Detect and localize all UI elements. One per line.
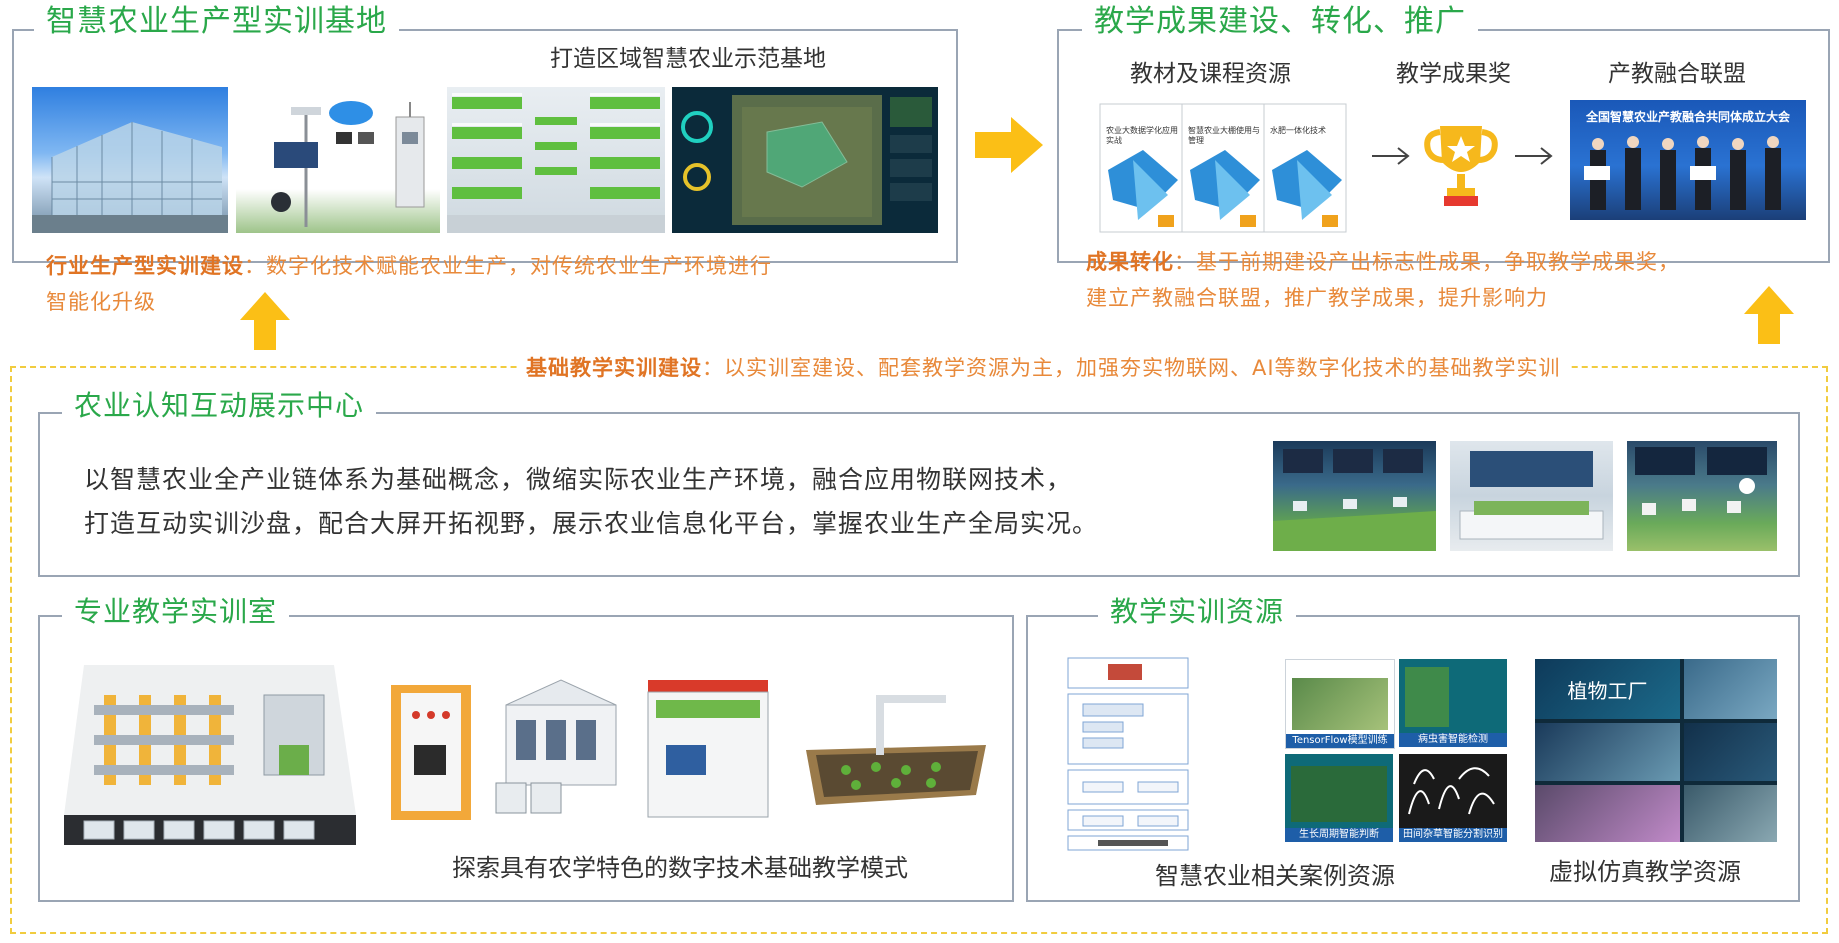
- lab-equipment-photo: [386, 675, 992, 825]
- vr-title-tile: 植物工厂: [1535, 659, 1680, 719]
- vr-simulation-collage: 植物工厂: [1535, 659, 1777, 842]
- thin-arrow-2-icon: [1515, 147, 1553, 165]
- vr-tile-4: [1684, 723, 1777, 781]
- lab-room-illustration: [64, 665, 356, 845]
- cognition-frame: [38, 412, 1800, 577]
- vr-tile-2: [1684, 659, 1777, 719]
- case-tile-label-4: 田间杂草智能分割识别: [1399, 828, 1507, 842]
- resources-title: 教学实训资源: [1098, 592, 1297, 632]
- teaching-award-label: 教学成果奖: [1396, 61, 1511, 87]
- sandtable-3-illustration: [1635, 447, 1767, 515]
- top-left-desc-line2: 智能化升级: [46, 290, 156, 314]
- book-title-3: 水肥一体化技术: [1270, 126, 1326, 135]
- industry-alliance-label: 产教融合联盟: [1608, 61, 1746, 87]
- sandtable-1-illustration: [1273, 449, 1436, 551]
- textbook-resources-label: 教材及课程资源: [1130, 61, 1291, 87]
- vr-tile-6: [1684, 785, 1777, 842]
- greenhouse-illustration: [32, 122, 228, 233]
- right-arrow-center-icon: [975, 117, 1043, 173]
- sandtable-photo-3: [1627, 441, 1777, 551]
- case-tile-label-2: 病虫害智能检测: [1399, 733, 1507, 747]
- thin-arrow-1-icon: [1372, 147, 1410, 165]
- case-tile-pest: 病虫害智能检测: [1399, 659, 1507, 747]
- foundation-bold: 基础教学实训建设: [526, 356, 702, 380]
- top-right-desc-line2: 建立产教融合联盟，推广教学成果，提升影响力: [1086, 286, 1548, 310]
- up-arrow-right-icon: [1744, 286, 1794, 344]
- top-right-desc-bold: 成果转化: [1086, 250, 1174, 274]
- foundation-banner: 基础教学实训建设：以实训室建设、配套教学资源为主，加强夯实物联网、AI等数字化技…: [518, 350, 1569, 386]
- sandtable-2-illustration: [1459, 451, 1604, 540]
- dashboard-screen-photo: [672, 87, 938, 233]
- sandtable-photo-1: [1273, 441, 1436, 551]
- alliance-people-illustration: [1584, 136, 1781, 210]
- sandtable-photo-2: [1450, 441, 1613, 551]
- vr-title-text: 植物工厂: [1567, 679, 1648, 703]
- cognition-line2: 打造互动实训沙盘，配合大屏开拓视野，展示农业信息化平台，掌握农业生产全局实况。: [84, 509, 1099, 538]
- alliance-banner-text: 全国智慧农业产教融合共同体成立大会: [1585, 110, 1790, 124]
- top-left-subtitle: 打造区域智慧农业示范基地: [550, 46, 826, 72]
- book-title-1: 农业大数据学化应用实战: [1106, 126, 1178, 145]
- vertical-farm-illustration: [447, 93, 665, 233]
- textbooks-photo: 农业大数据学化应用实战 智慧农业大棚使用与管理 水肥一体化技术: [1098, 100, 1348, 236]
- weed-tile-image: [1408, 767, 1495, 815]
- top-left-desc-bold: 行业生产型实训建设: [46, 254, 244, 278]
- case-tile-weed: 田间杂草智能分割识别: [1399, 754, 1507, 842]
- tensorflow-tile-image: [1292, 678, 1388, 730]
- vertical-farm-photo: [447, 87, 665, 233]
- up-arrow-left-icon: [240, 292, 290, 350]
- trophy-icon: [1424, 126, 1498, 206]
- top-right-desc-line1: ：基于前期建设产出标志性成果，争取教学成果奖，: [1174, 250, 1680, 274]
- book-title-2: 智慧农业大棚使用与管理: [1188, 126, 1260, 145]
- textbooks-illustration: [1099, 103, 1347, 233]
- architecture-diagram-image: [1038, 656, 1230, 852]
- architecture-diagram-illustration: [1067, 657, 1189, 851]
- case-tile-growth: 生长周期智能判断: [1285, 754, 1393, 842]
- lab-equipment-illustration: [391, 679, 986, 820]
- iot-station-photo: [236, 87, 440, 233]
- cognition-line1: 以智慧农业全产业链体系为基础概念，微缩实际农业生产环境，融合应用物联网技术，: [84, 465, 1073, 494]
- greenhouse-photo: [32, 87, 228, 233]
- vr-tile-5: [1535, 785, 1680, 842]
- lab-frame: [38, 615, 1014, 902]
- top-left-desc-line1: ：数字化技术赋能农业生产，对传统农业生产环境进行: [244, 254, 772, 278]
- alliance-ceremony-photo: 全国智慧农业产教融合共同体成立大会: [1570, 100, 1806, 220]
- case-tile-tensorflow: TensorFlow模型训练: [1285, 659, 1395, 749]
- resources-frame: [1026, 615, 1800, 902]
- case-tile-label-3: 生长周期智能判断: [1285, 828, 1393, 842]
- lab-caption: 探索具有农学特色的数字技术基础教学模式: [452, 854, 908, 882]
- top-right-title: 教学成果建设、转化、推广: [1082, 2, 1478, 42]
- cognition-title: 农业认知互动展示中心: [62, 386, 377, 426]
- growth-tile-image: [1291, 766, 1387, 822]
- top-right-description: 成果转化：基于前期建设产出标志性成果，争取教学成果奖， 建立产教融合联盟，推广教…: [1086, 244, 1826, 316]
- iot-station-illustration: [271, 101, 425, 227]
- top-left-title: 智慧农业生产型实训基地: [34, 2, 399, 42]
- vr-resources-caption: 虚拟仿真教学资源: [1549, 858, 1741, 886]
- case-tile-label-1: TensorFlow模型训练: [1286, 734, 1394, 748]
- foundation-text: ：以实训室建设、配套教学资源为主，加强夯实物联网、AI等数字化技术的基础教学实训: [702, 356, 1561, 380]
- top-left-frame: [12, 29, 958, 263]
- case-resources-caption: 智慧农业相关案例资源: [1155, 862, 1395, 890]
- top-left-description: 行业生产型实训建设：数字化技术赋能农业生产，对传统农业生产环境进行 智能化升级: [46, 248, 946, 320]
- dashboard-illustration: [681, 95, 932, 225]
- lab-room-model-photo: [64, 665, 356, 845]
- case-resources-grid: TensorFlow模型训练 病虫害智能检测 生长周期智能判断 田间杂草智能分割…: [1285, 659, 1507, 842]
- lab-title: 专业教学实训室: [62, 592, 290, 632]
- pest-tile-image: [1405, 667, 1449, 727]
- vr-tile-3: [1535, 723, 1680, 781]
